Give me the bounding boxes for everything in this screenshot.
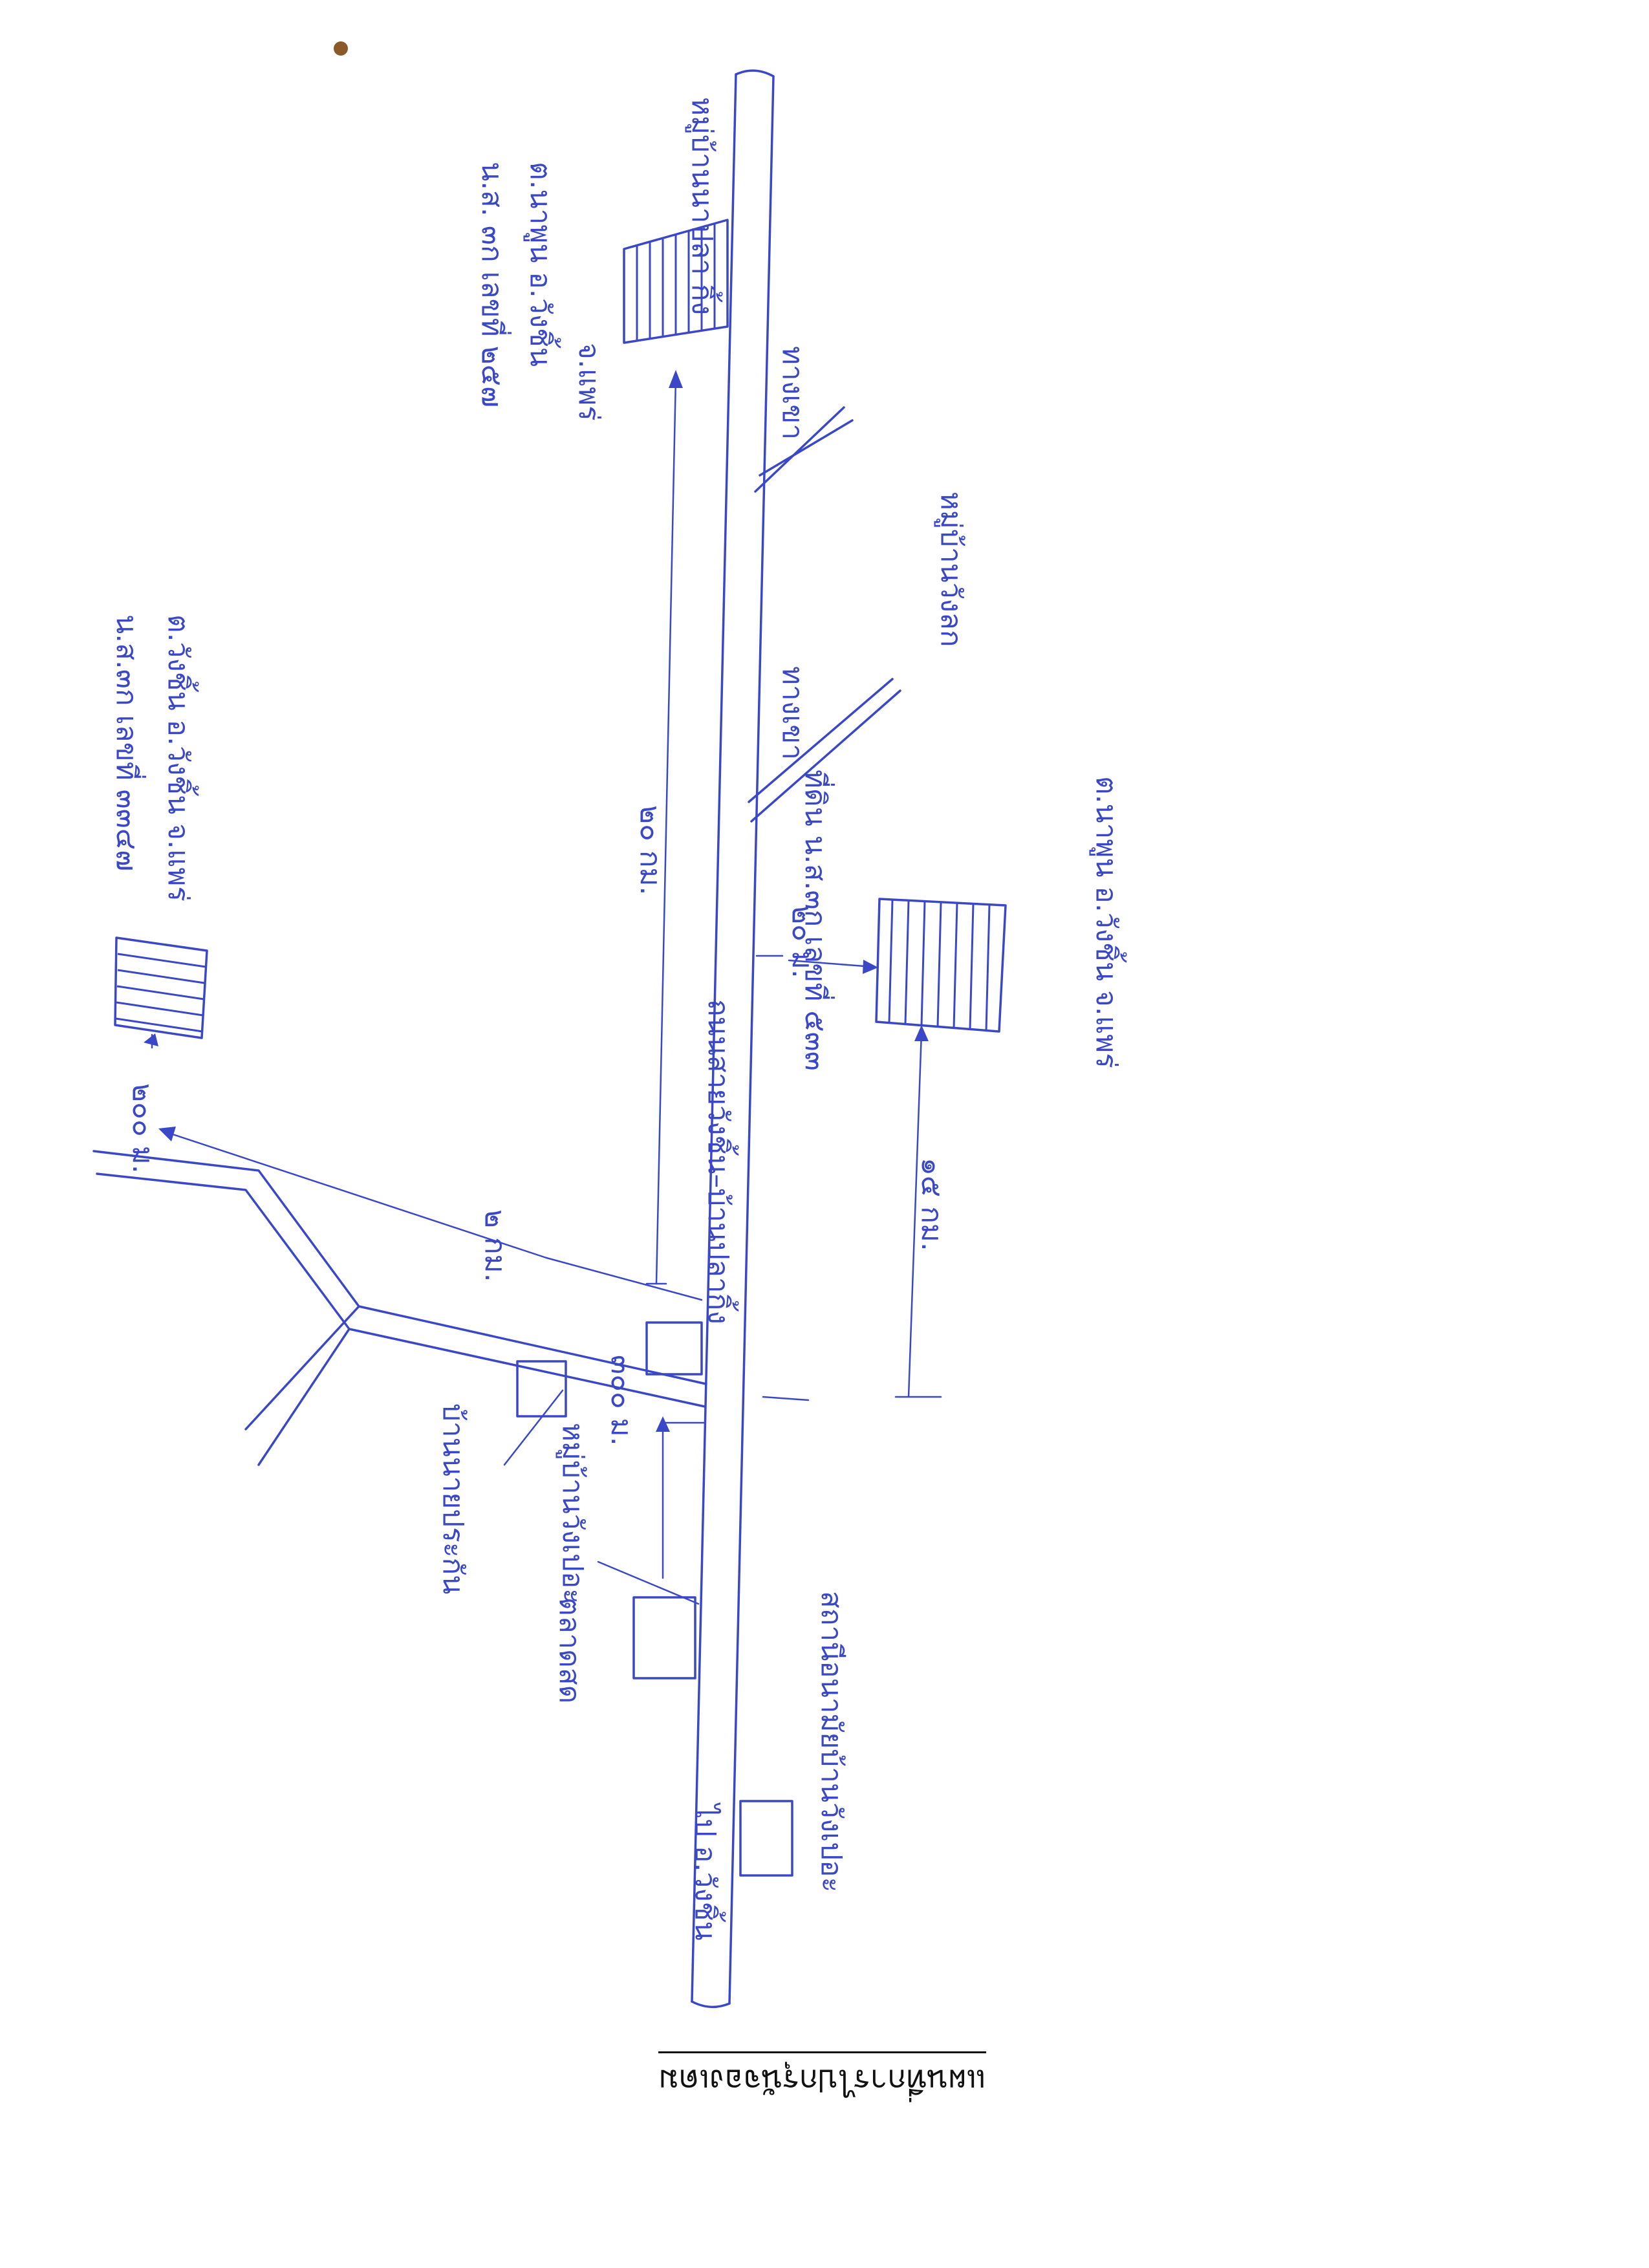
ink-stain <box>334 41 348 56</box>
village-building-1 <box>645 1321 703 1376</box>
label-north-village: หมู่บ้านนาปลา กิ้ง <box>685 97 718 316</box>
label-main-road: ถนนสายวังชิ้น–บ้านปลากิ้ง <box>702 999 735 1324</box>
label-distance-20km: ๒๐ กม. <box>634 805 667 896</box>
label-parcel-a-line2: ต.นาพูน อ.วังชิ้น <box>524 162 557 367</box>
label-nai-prakan-village: บ้านนายประกัน <box>436 1403 469 1595</box>
arrow-300m <box>656 1416 670 1579</box>
pointer-wang-pao <box>503 1389 564 1466</box>
health-station-building <box>739 1800 793 1877</box>
label-parcel-a-line1: น.ส. ๓ก เลขที่ ๒๕๗ <box>475 162 508 408</box>
main-road <box>691 69 775 2008</box>
parcel-a-hatched <box>623 219 729 344</box>
arrow-2km <box>158 1127 548 1259</box>
map-title: แผนที่การไปกรุนัจองเดม <box>658 2051 986 2105</box>
label-distance-15km: ๑๕ กม. <box>915 1158 948 1251</box>
label-mountain-road-1: ทางเขา <box>776 346 809 440</box>
mountain-road-north <box>754 406 854 493</box>
label-market: ตลาดสด <box>553 1597 586 1704</box>
arrow-20m <box>788 959 878 974</box>
label-health-station: สถานีอนามัยบ้านวังเปอะ <box>815 1591 848 1893</box>
label-mountain-road-2: ทางเขา <box>776 666 809 761</box>
label-distance-300m: ๓๐๐ ม. <box>605 1355 638 1446</box>
side-road-wang-pao <box>92 1150 707 1466</box>
label-to-district: ไป อ.วังชิ้น <box>689 1804 722 1941</box>
market-building <box>632 1596 696 1679</box>
label-wang-lak-village: หมู่บ้านวังลก <box>934 491 967 647</box>
parcel-c-hatched <box>875 898 1007 1033</box>
label-distance-200m: ๒๐๐ ม. <box>126 1083 159 1174</box>
label-parcel-c-line2: ต.นาพูน อ.วังชิ้น จ.แพร่ <box>1090 776 1123 1068</box>
village-building-2 <box>516 1360 567 1418</box>
label-parcel-b-line2: ต.วังชิ้น อ.วังชิ้น จ.แพร่ <box>162 614 195 902</box>
label-parcel-b-line1: น.ส.๓ก เลขที่ ๓๓๔๗ <box>110 614 143 872</box>
label-distance-2km: ๒ กม. <box>479 1209 512 1282</box>
arrow-20km <box>645 370 683 1285</box>
mountain-road-south <box>748 678 901 823</box>
road-tick-lines <box>545 955 810 1605</box>
label-wang-pao-village: หมู่บ้านวังเปอะ <box>556 1423 589 1604</box>
label-distance-20m: ๒๐ ม. <box>786 905 819 978</box>
arrow-15km <box>894 1025 942 1398</box>
parcel-b-hatched <box>114 936 208 1039</box>
label-parcel-a-line3: จ.แพร่ <box>572 343 605 421</box>
arrow-200m <box>144 1033 158 1049</box>
